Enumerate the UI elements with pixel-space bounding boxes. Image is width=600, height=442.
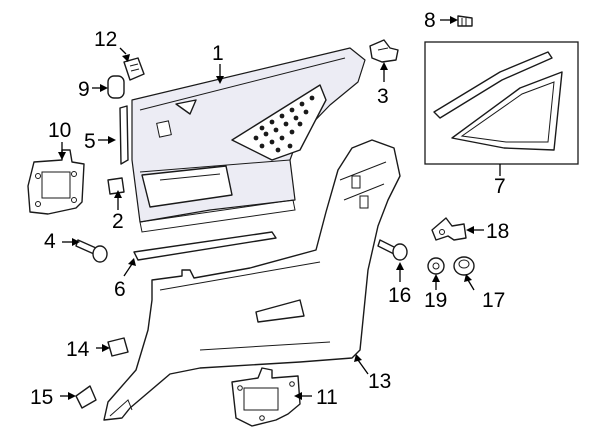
part-quarter-window-inset: [424, 41, 579, 165]
part-screw-8: [457, 15, 473, 27]
callout-4: 4: [44, 230, 56, 253]
callout-1: 1: [212, 42, 224, 65]
callout-11: 11: [316, 386, 338, 409]
callout-15: 15: [30, 386, 53, 409]
part-clip-14: [107, 337, 129, 357]
callout-12: 12: [94, 28, 117, 51]
part-side-strip: [119, 105, 129, 165]
part-clip-18: [431, 217, 467, 241]
callout-labels: 1 2 3 4 5 6 7 8 9 10 11 12 13 14 15 16 1…: [30, 9, 509, 409]
part-screw-4: [75, 239, 108, 263]
callout-18: 18: [486, 220, 509, 243]
part-grommet-17: [453, 256, 475, 276]
callout-9: 9: [78, 78, 90, 101]
part-nut-19: [427, 257, 445, 275]
callout-7: 7: [494, 175, 506, 198]
callout-19: 19: [424, 289, 447, 312]
grille-holes: [253, 95, 315, 153]
part-cap: [107, 75, 125, 99]
callout-5: 5: [84, 130, 96, 153]
part-lower-quarter-trim: [103, 139, 401, 421]
callout-3: 3: [377, 85, 389, 108]
part-mounting-bracket-11: [231, 367, 301, 427]
callout-14: 14: [66, 338, 90, 361]
part-mounting-plate-10: [27, 149, 85, 215]
part-bracket-3: [369, 39, 399, 63]
callout-10: 10: [48, 119, 71, 142]
callout-17: 17: [482, 289, 505, 312]
callout-2: 2: [112, 210, 124, 233]
callout-8: 8: [424, 9, 436, 32]
leaders: [58, 16, 501, 400]
part-upper-quarter-trim: [131, 47, 366, 233]
callout-16: 16: [388, 284, 411, 307]
callout-6: 6: [114, 278, 126, 301]
part-tab-15: [75, 385, 97, 409]
part-sill-strip: [133, 231, 277, 261]
part-screw-16: [377, 239, 408, 261]
part-clip-12: [123, 57, 145, 81]
callout-13: 13: [368, 370, 391, 393]
part-clip-2: [107, 177, 125, 195]
